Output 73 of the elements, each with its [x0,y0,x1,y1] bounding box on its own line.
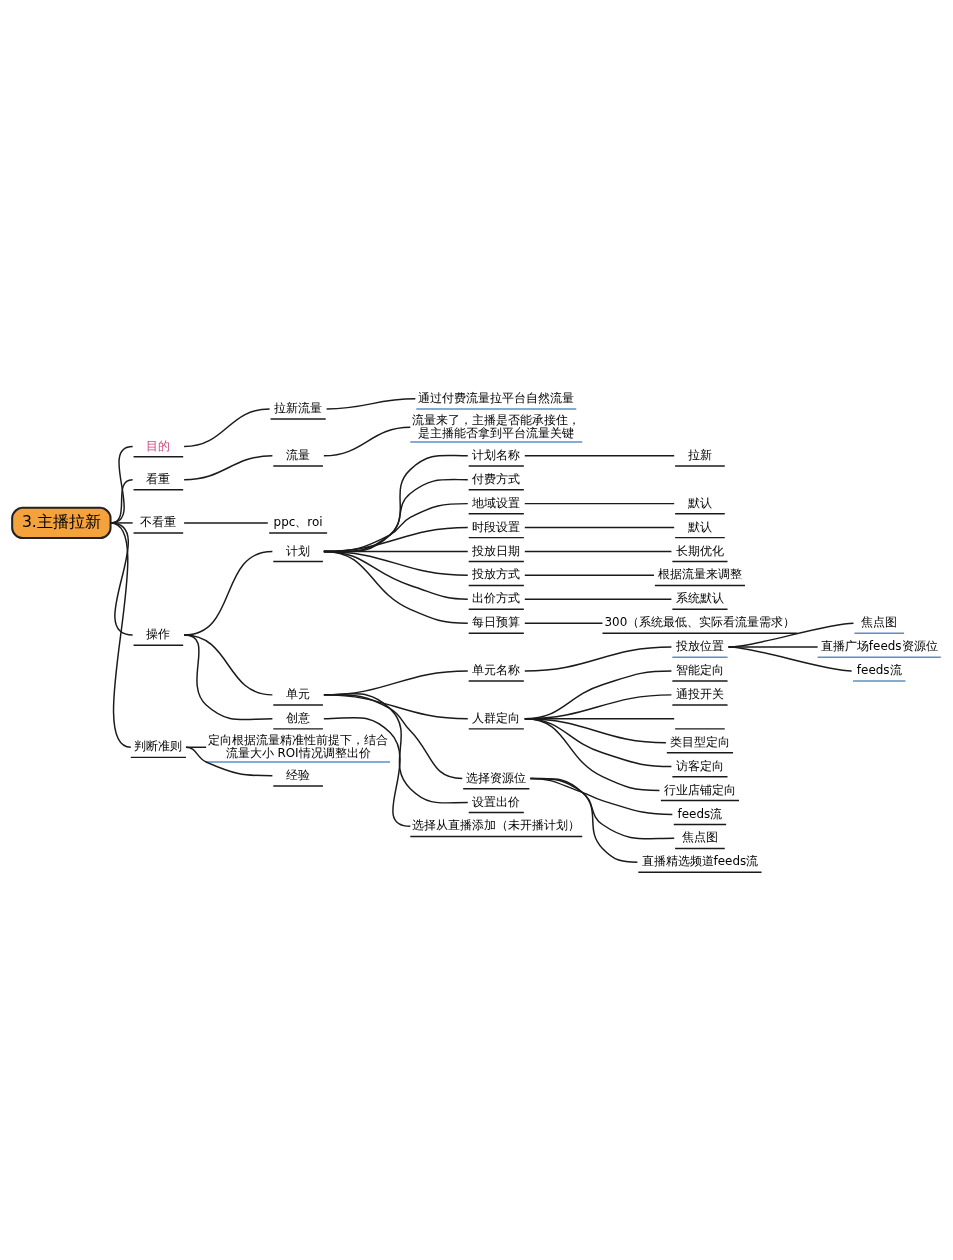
connector [183,550,274,636]
node-text: 直播广场feeds资源位 [820,638,938,653]
node-text: 焦点图 [861,614,898,629]
node-text: 操作 [146,626,171,641]
node-text: 直播精选频道feeds流 [641,853,759,868]
node-text: 人群定向 [472,710,521,725]
node-text: 单元 [286,686,311,701]
node-text: feeds流 [856,662,902,677]
connector [529,777,639,863]
connector [323,716,412,827]
connector [524,717,661,791]
node-text: 根据流量来调整 [657,566,742,581]
connector [524,550,673,552]
node-text: 投放位置 [675,638,724,653]
node-text: 经验 [286,767,311,782]
node-text: 长期优化 [675,543,724,558]
connector [183,407,271,447]
connector [183,521,269,524]
node-text: 拉新流量 [274,400,323,415]
node-bar [674,727,726,730]
node-text: 通过付费流量拉平台自然流量 [418,390,575,405]
node-text: 定向根据流量精准性前提下，结合流量大小 ROI情况调整出价 [208,732,389,760]
node-text: 计划名称 [472,447,521,462]
connector [524,526,675,528]
connector [727,645,853,672]
node-text: 类目型定向 [669,734,730,749]
node-text: 智能定向 [675,662,724,677]
connector [524,645,673,672]
node-text: 流量 [286,447,311,462]
node-text: 流量来了，主播是否能承接住，是主播能否拿到平台流量关键 [412,412,581,440]
node-text: 看重 [146,471,171,486]
node-text: 不看重 [140,514,177,529]
node-box: 3.主播拉新 [11,506,112,539]
connector [109,521,132,748]
connector [323,692,469,804]
node-text: 每日预算 [472,614,521,629]
connector [524,502,675,504]
node-text: 投放方式 [472,566,521,581]
node-text: 默认 [687,519,712,534]
node-text: 访客定向 [675,758,724,773]
connector [524,454,675,457]
connector [185,746,274,776]
node-text: 时段设置 [472,519,521,534]
node-text: 判断准则 [134,738,183,753]
node-text: 行业店铺定向 [663,782,736,797]
connector [325,397,417,410]
node-text: 300（系统最低、实际看流量需求） [604,614,796,629]
node-text: 设置出价 [472,794,521,809]
node-text: 拉新 [687,447,712,462]
connector [183,633,274,696]
node-text: 默认 [687,495,712,510]
node-text: 计划 [286,543,311,558]
node-text: 通投开关 [675,686,724,701]
connector [524,574,655,576]
node-text: 单元名称 [472,662,521,677]
connector [183,454,274,480]
node-text: 焦点图 [681,829,718,844]
connector [323,550,469,624]
node-text: 出价方式 [472,590,521,605]
node-text: 创意 [286,710,311,725]
connector [323,426,412,457]
node-text: feeds流 [677,806,723,821]
connector [524,621,604,624]
connector [183,633,274,720]
node-text: 选择从直播添加（未开播计划） [412,817,581,832]
node-text: ppc、roi [273,514,323,529]
connector [524,598,673,600]
node-text: 选择资源位 [466,770,527,785]
node-text: 目的 [146,438,171,453]
node-text: 付费方式 [472,471,521,486]
node-text: 地域设置 [472,495,521,510]
node-text: 系统默认 [675,590,724,605]
node-text: 投放日期 [472,543,521,558]
